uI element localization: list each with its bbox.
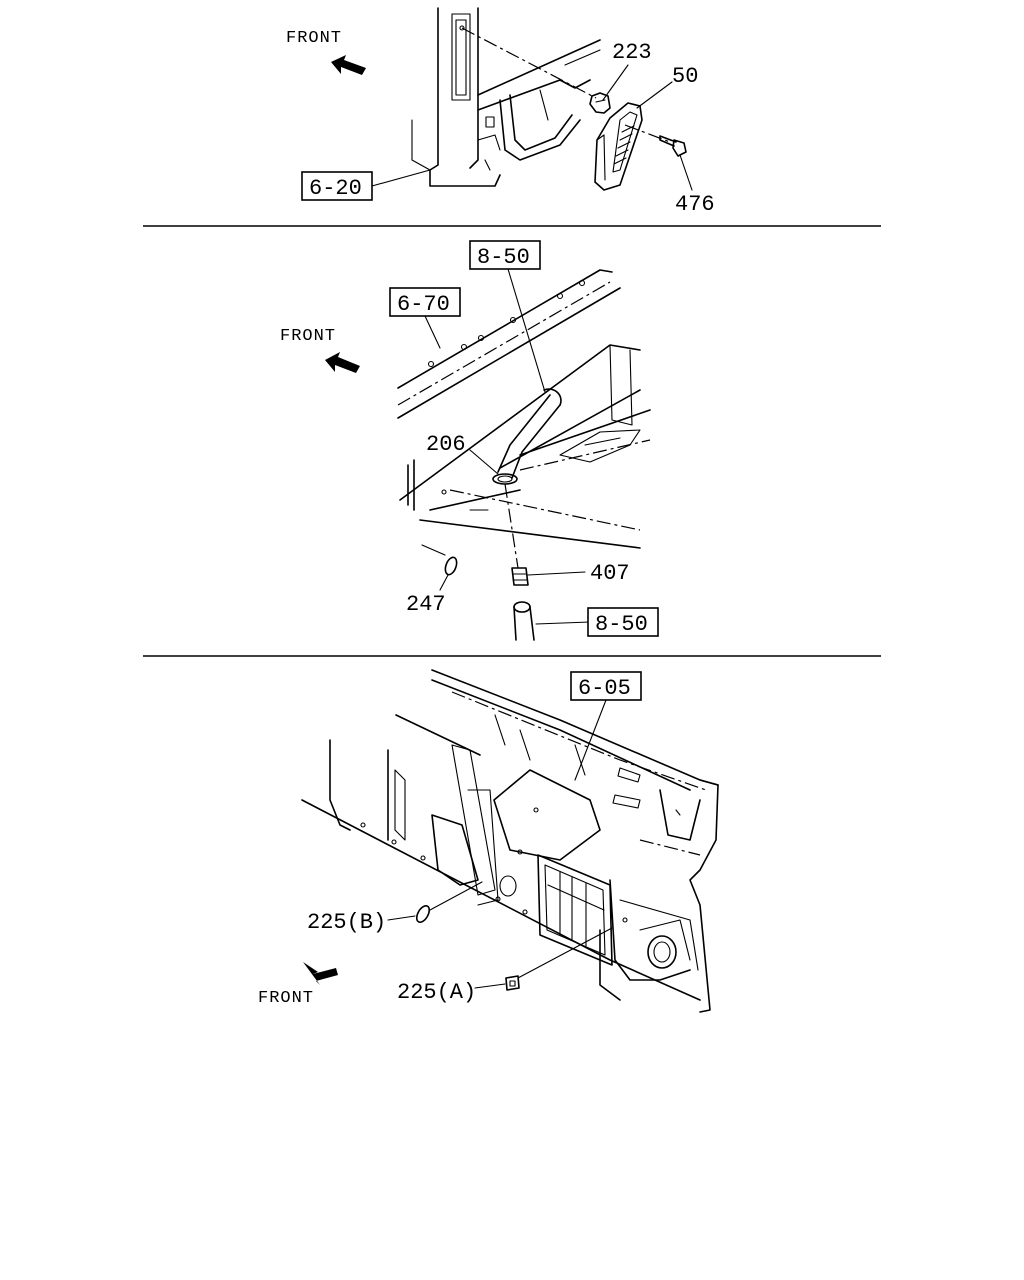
callout-407: 407 [590, 561, 630, 586]
clip-223 [589, 92, 611, 114]
plug-225b [415, 905, 431, 923]
ref-8-50-lower: 8-50 [595, 612, 648, 637]
front-arrow-icon [303, 962, 338, 985]
callout-225a: 225(A) [397, 980, 476, 1005]
ref-box-8-50-lower [587, 607, 659, 637]
front-arrow-icon [331, 55, 366, 75]
plug-247 [444, 556, 458, 576]
front-label-2: FRONT [280, 327, 336, 346]
panel-1: FRONT 223 50 [286, 7, 715, 217]
front-arrow-icon [325, 352, 360, 373]
callout-225b: 225(B) [307, 910, 386, 935]
callout-206: 206 [426, 432, 466, 457]
front-label-1: FRONT [286, 29, 342, 48]
callout-476: 476 [675, 192, 715, 217]
vent-opening [537, 854, 613, 966]
ref-box-6-20 [301, 171, 373, 201]
screw-476 [672, 139, 687, 157]
callout-50: 50 [672, 64, 698, 89]
ref-8-50-upper: 8-50 [477, 245, 530, 270]
connector-407 [511, 567, 529, 586]
front-label-3: FRONT [258, 989, 314, 1008]
panel-2: FRONT 206 [280, 240, 659, 641]
callout-247: 247 [406, 592, 446, 617]
ref-6-05: 6-05 [578, 676, 631, 701]
ref-6-20: 6-20 [309, 176, 362, 201]
ref-box-8-50-upper [469, 240, 541, 270]
grille-50 [594, 102, 643, 191]
plug-225a [505, 975, 520, 991]
callout-223: 223 [612, 40, 652, 65]
panel-3: 225(B) 225(A) 6-05 FRONT [258, 669, 719, 1013]
ref-6-70: 6-70 [397, 292, 450, 317]
